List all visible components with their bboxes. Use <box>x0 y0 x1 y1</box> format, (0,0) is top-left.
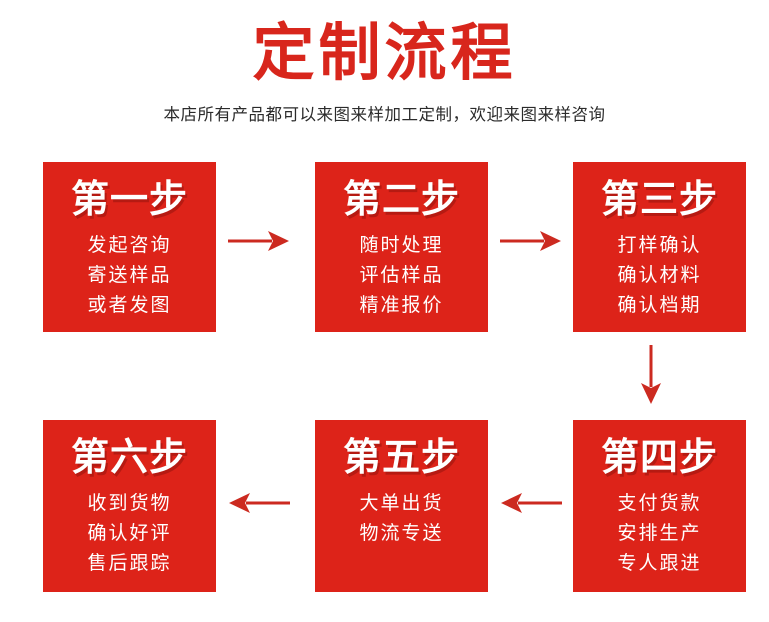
step-detail-list-5: 大单出货 物流专送 <box>315 479 488 548</box>
step-detail-line: 收到货物 <box>87 491 172 514</box>
step-detail-line: 确认好评 <box>87 521 172 544</box>
arrow-left-icon <box>228 490 290 521</box>
header: 定制流程 本店所有产品都可以来图来样加工定制，欢迎来图来样咨询 <box>0 0 769 125</box>
step-detail-list-1: 发起咨询 寄送样品 或者发图 <box>43 221 216 320</box>
step-detail-line: 发起咨询 <box>87 233 172 256</box>
step-detail-line: 物流专送 <box>359 521 444 544</box>
step-detail-line: 确认材料 <box>617 263 702 286</box>
page-subtitle: 本店所有产品都可以来图来样加工定制，欢迎来图来样咨询 <box>163 105 606 124</box>
arrow-right-icon <box>500 228 562 259</box>
step-detail-list-4: 支付货款 安排生产 专人跟进 <box>573 479 746 578</box>
step-detail-line: 大单出货 <box>359 491 444 514</box>
arrow-down-icon <box>638 345 664 410</box>
step-detail-line: 专人跟进 <box>617 551 702 574</box>
step-card-4: 第四步 支付货款 安排生产 专人跟进 <box>573 420 746 592</box>
step-card-6: 第六步 收到货物 确认好评 售后跟踪 <box>43 420 216 592</box>
step-title-3: 第三步 <box>600 177 718 221</box>
step-card-2: 第二步 随时处理 评估样品 精准报价 <box>315 162 488 332</box>
step-detail-line: 或者发图 <box>87 293 172 316</box>
step-detail-line: 售后跟踪 <box>87 551 172 574</box>
arrow-right-icon <box>228 228 290 259</box>
step-detail-list-6: 收到货物 确认好评 售后跟踪 <box>43 479 216 578</box>
page-title: 定制流程 <box>252 16 517 89</box>
step-detail-line: 精准报价 <box>359 293 444 316</box>
arrow-left-icon <box>500 490 562 521</box>
step-title-2: 第二步 <box>342 177 460 221</box>
step-detail-list-3: 打样确认 确认材料 确认档期 <box>573 221 746 320</box>
step-detail-list-2: 随时处理 评估样品 精准报价 <box>315 221 488 320</box>
step-title-5: 第五步 <box>342 435 460 479</box>
step-title-6: 第六步 <box>70 435 188 479</box>
step-detail-line: 确认档期 <box>617 293 702 316</box>
step-detail-line: 随时处理 <box>359 233 444 256</box>
step-title-4: 第四步 <box>600 435 718 479</box>
step-detail-line: 评估样品 <box>359 263 444 286</box>
step-card-3: 第三步 打样确认 确认材料 确认档期 <box>573 162 746 332</box>
step-card-5: 第五步 大单出货 物流专送 <box>315 420 488 592</box>
step-detail-line: 支付货款 <box>617 491 702 514</box>
step-detail-line: 安排生产 <box>617 521 702 544</box>
step-detail-line: 打样确认 <box>617 233 702 256</box>
step-detail-line: 寄送样品 <box>87 263 172 286</box>
step-card-1: 第一步 发起咨询 寄送样品 或者发图 <box>43 162 216 332</box>
step-title-1: 第一步 <box>70 177 188 221</box>
